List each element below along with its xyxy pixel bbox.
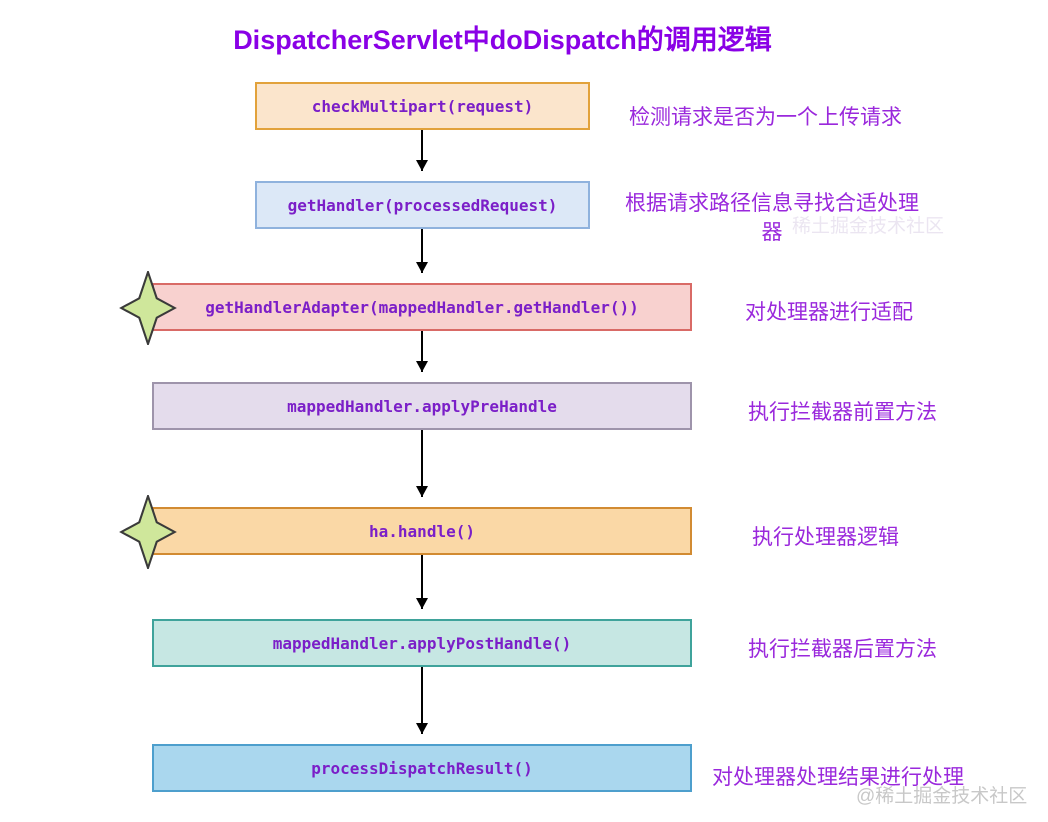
flow-step-getHandler: getHandler(processedRequest) xyxy=(255,181,590,229)
flow-step-label: mappedHandler.applyPreHandle xyxy=(287,396,557,416)
arrow-down-icon xyxy=(416,667,428,734)
watermark-faint: 稀土掘金技术社区 xyxy=(792,216,945,237)
flow-step-checkMultipart: checkMultipart(request) xyxy=(255,82,590,130)
arrow-down-icon xyxy=(416,331,428,372)
watermark: @稀土掘金技术社区 xyxy=(856,786,1028,807)
flow-step-label: processDispatchResult() xyxy=(311,758,533,778)
flow-step-label: getHandler(processedRequest) xyxy=(287,195,558,215)
annotation-checkMultipart: 检测请求是否为一个上传请求 xyxy=(629,106,902,129)
annotation-applyPostHandle: 执行拦截器后置方法 xyxy=(748,638,937,661)
star-highlight-icon xyxy=(119,271,177,345)
star-highlight-icon xyxy=(119,495,177,569)
arrowhead-icon xyxy=(416,598,428,609)
arrow-down-icon xyxy=(416,430,428,497)
arrow-down-icon xyxy=(416,555,428,609)
flow-step-applyPreHandle: mappedHandler.applyPreHandle xyxy=(152,382,692,430)
arrow-down-icon xyxy=(416,229,428,273)
annotation-processDispatchResult: 对处理器处理结果进行处理 xyxy=(712,766,964,789)
annotation-applyPreHandle: 执行拦截器前置方法 xyxy=(748,401,937,424)
flow-step-applyPostHandle: mappedHandler.applyPostHandle() xyxy=(152,619,692,667)
arrowhead-icon xyxy=(416,486,428,497)
annotation-getHandlerAdapter: 对处理器进行适配 xyxy=(745,301,913,324)
arrowhead-icon xyxy=(416,262,428,273)
arrowhead-icon xyxy=(416,723,428,734)
flow-step-getHandlerAdapter: getHandlerAdapter(mappedHandler.getHandl… xyxy=(152,283,692,331)
flow-step-label: mappedHandler.applyPostHandle() xyxy=(272,633,572,653)
flow-step-label: checkMultipart(request) xyxy=(311,96,534,116)
arrow-down-icon xyxy=(416,130,428,171)
flow-step-processDispatchResult: processDispatchResult() xyxy=(152,744,692,792)
annotation-getHandler: 根据请求路径信息寻找合适处理器 xyxy=(625,192,919,244)
flow-step-label: ha.handle() xyxy=(369,521,475,541)
annotation-ha-handle: 执行处理器逻辑 xyxy=(752,526,899,549)
flow-step-label: getHandlerAdapter(mappedHandler.getHandl… xyxy=(205,297,639,317)
arrowhead-icon xyxy=(416,361,428,372)
arrowhead-icon xyxy=(416,160,428,171)
page-title: DispatcherServlet中doDispatch的调用逻辑 xyxy=(233,25,772,55)
flow-step-ha-handle: ha.handle() xyxy=(152,507,692,555)
